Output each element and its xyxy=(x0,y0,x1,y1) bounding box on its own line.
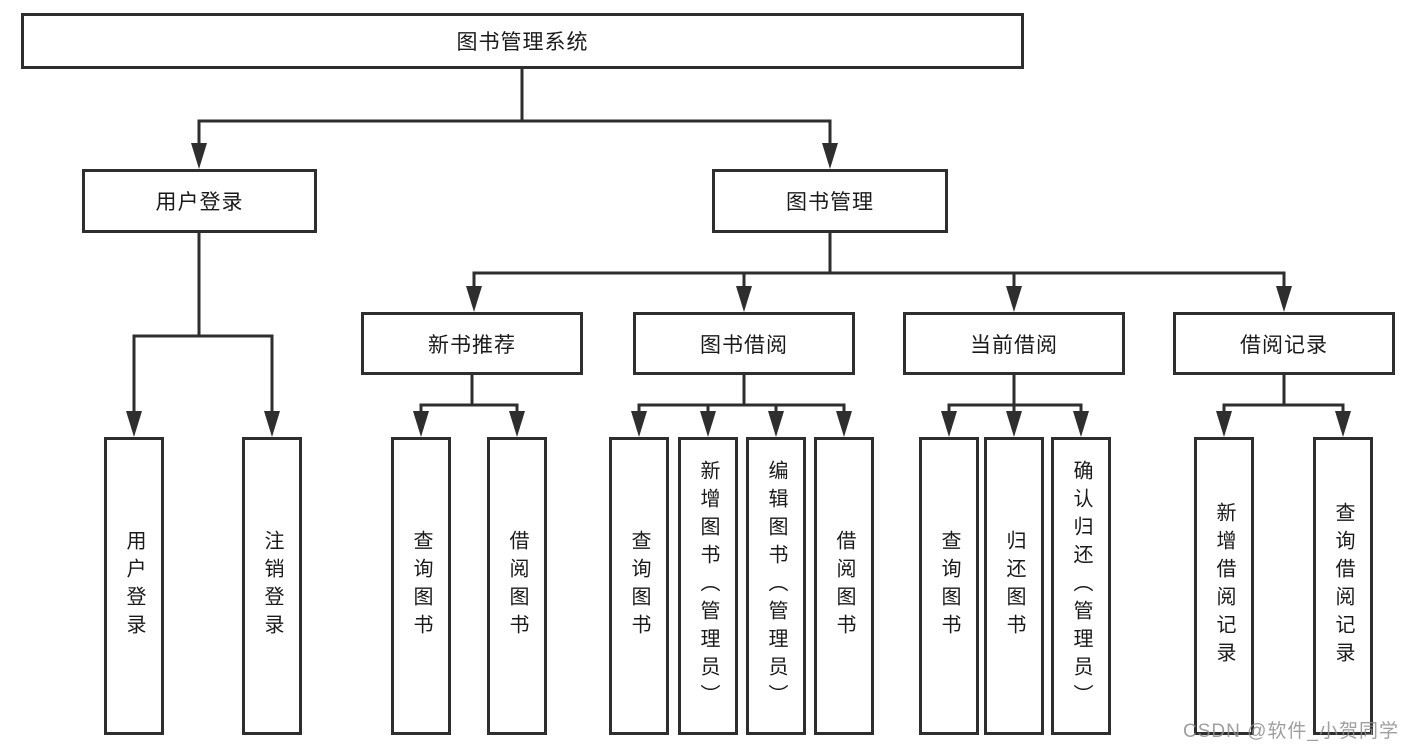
node-label: 新书推荐 xyxy=(428,333,516,357)
node-label: 借阅图书 xyxy=(833,530,855,642)
leaf-logout: 注销登录 xyxy=(242,437,302,735)
connector-book-borrow-children xyxy=(631,373,852,437)
connector-new-book-rec-children xyxy=(413,373,525,437)
leaf-query-books-recommend: 查询图书 xyxy=(391,437,451,735)
leaf-query-books-borrowing: 查询图书 xyxy=(609,437,669,735)
leaf-user-login: 用户登录 xyxy=(104,437,164,735)
leaf-add-books-admin: 新增图书（管理员） xyxy=(678,437,738,735)
leaf-return-books: 归还图书 xyxy=(984,437,1044,735)
node-label: 新增借阅记录 xyxy=(1213,502,1235,670)
node-borrowing-records: 借阅记录 xyxy=(1173,312,1395,375)
node-label: 用户登录 xyxy=(123,530,145,642)
node-label: 借阅图书 xyxy=(506,530,528,642)
csdn-watermark: CSDN @软件_小贺同学 xyxy=(1183,721,1399,742)
node-book-management: 图书管理 xyxy=(712,169,948,233)
node-label: 查询图书 xyxy=(628,530,650,642)
connector-user-login-children xyxy=(126,231,280,437)
node-label: 查询借阅记录 xyxy=(1332,502,1354,670)
connector-root-to-level2 xyxy=(191,67,838,169)
connector-current-borrow-children xyxy=(941,373,1089,437)
node-user-login: 用户登录 xyxy=(82,169,317,233)
node-label: 确认归还（管理员） xyxy=(1070,460,1092,712)
node-label: 借阅记录 xyxy=(1240,333,1328,357)
node-label: 新增图书（管理员） xyxy=(697,460,719,712)
node-new-book-recommendation: 新书推荐 xyxy=(361,312,583,375)
leaf-borrow-books-recommend: 借阅图书 xyxy=(487,437,547,735)
node-label: 用户登录 xyxy=(155,191,244,214)
leaf-query-borrow-record: 查询借阅记录 xyxy=(1313,437,1373,735)
connector-book-mgmt-to-level3 xyxy=(466,231,1292,312)
node-label: 查询图书 xyxy=(938,530,960,642)
node-label: 注销登录 xyxy=(261,530,283,642)
node-label: 图书管理 xyxy=(786,191,874,214)
node-label: 当前借阅 xyxy=(970,333,1058,357)
leaf-add-borrow-record: 新增借阅记录 xyxy=(1194,437,1254,735)
node-library-management-system: 图书管理系统 xyxy=(21,13,1024,69)
leaf-borrow-books: 借阅图书 xyxy=(814,437,874,735)
node-book-borrowing: 图书借阅 xyxy=(633,312,855,375)
node-label: 图书借阅 xyxy=(700,333,788,357)
node-label: 归还图书 xyxy=(1003,530,1025,642)
connector-borrow-record-children xyxy=(1216,373,1351,437)
node-label: 图书管理系统 xyxy=(456,31,589,54)
leaf-edit-books-admin: 编辑图书（管理员） xyxy=(746,437,806,735)
node-current-borrowing: 当前借阅 xyxy=(903,312,1125,375)
node-label: 查询图书 xyxy=(410,530,432,642)
leaf-query-books-current: 查询图书 xyxy=(919,437,979,735)
node-label: 编辑图书（管理员） xyxy=(765,460,787,712)
leaf-confirm-return-admin: 确认归还（管理员） xyxy=(1051,437,1111,735)
